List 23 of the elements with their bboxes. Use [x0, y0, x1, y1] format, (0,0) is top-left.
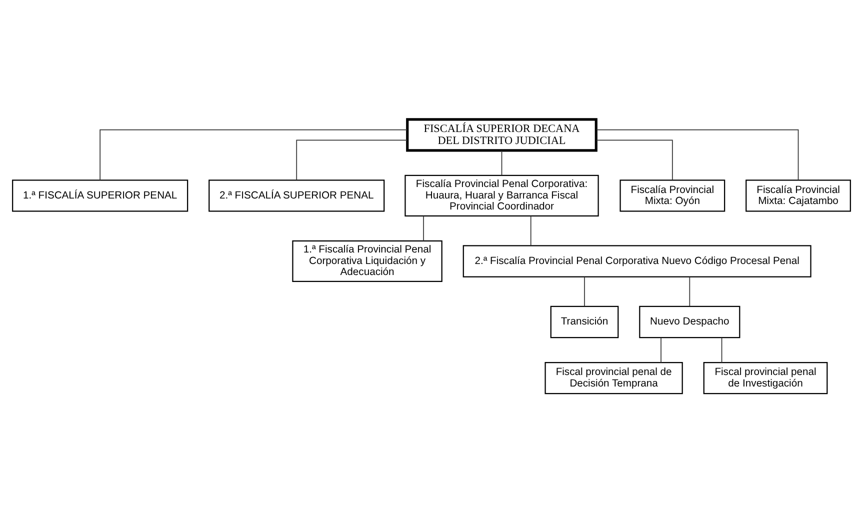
connector — [689, 276, 690, 306]
node-box: FISCALÍA SUPERIOR DECANA DEL DISTRITO JUDICIAL — [406, 118, 598, 152]
node-box: 1.ª FISCALÍA SUPERIOR PENAL — [12, 179, 188, 212]
node-box: Fiscal provincial penal de Decisión Temprana — [544, 361, 683, 394]
node-box: 2.ª Fiscalía Provincial Penal Corporativa Nuevo Código Procesal Penal — [462, 244, 812, 277]
connector — [721, 336, 722, 362]
node-box: Fiscal provincial penal de Investigación — [703, 361, 828, 394]
connector — [530, 215, 532, 246]
connector — [100, 128, 408, 180]
connector — [596, 128, 799, 180]
connector — [596, 139, 673, 180]
node-box: Transición — [550, 305, 619, 338]
node-box: Fiscalía Provincial Penal Corporativa: Huaura, Huaral y Barranca Fiscal Provincial Coordinador — [404, 174, 599, 216]
node-box: 2.ª FISCALÍA SUPERIOR PENAL — [208, 179, 385, 212]
connector — [423, 215, 424, 241]
node-box: Nuevo Despacho — [639, 305, 740, 338]
connector — [296, 139, 408, 180]
connector — [660, 336, 662, 362]
node-box: Fiscalía Provincial Mixta: Oyón — [620, 179, 726, 212]
node-box: Fiscalía Provincial Mixta: Cajatambo — [746, 179, 851, 212]
connector — [584, 276, 585, 306]
node-box: 1.ª Fiscalía Provincial Penal Corporativa Liquidación y Adecuación — [292, 240, 442, 282]
connector — [501, 150, 502, 176]
